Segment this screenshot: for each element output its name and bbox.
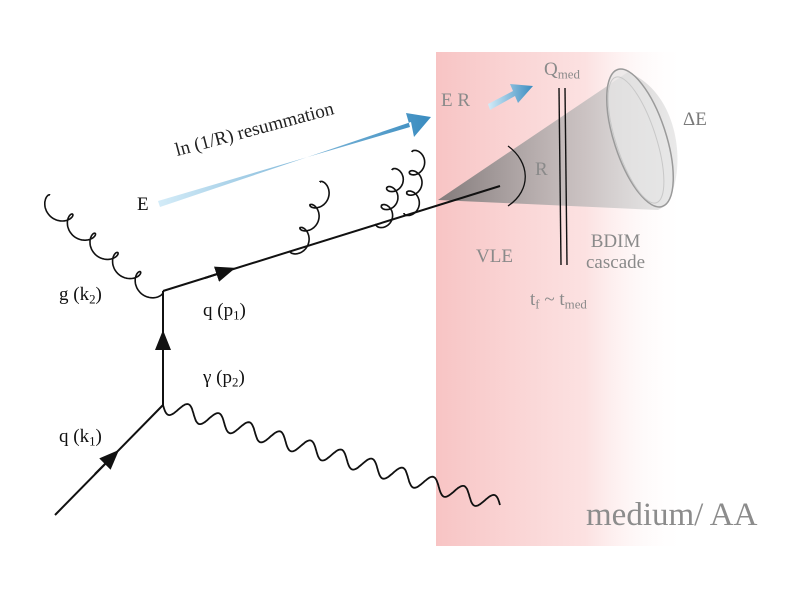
energy-loss-label: ΔE xyxy=(683,109,707,130)
photon-label: γ (p2) xyxy=(203,367,245,390)
incoming-quark-label: q (k1) xyxy=(59,426,102,449)
emitted-gluon-1 xyxy=(289,180,330,255)
vle-label: VLE xyxy=(476,246,513,267)
qmed-label: Qmed xyxy=(544,59,580,82)
formation-time-label: tf ~ tmed xyxy=(530,289,587,312)
photon-line xyxy=(162,403,501,507)
energy-label: E xyxy=(137,194,149,215)
cone-angle-arc xyxy=(507,145,526,207)
jet-cone xyxy=(438,68,678,210)
incoming-gluon xyxy=(44,194,165,299)
bdim-line-2: cascade xyxy=(586,251,646,273)
energy-scale-arrow xyxy=(488,84,533,110)
outgoing-quark-arrow xyxy=(204,266,236,282)
resummation-arrow xyxy=(158,113,431,207)
qmed-line-1 xyxy=(558,87,562,266)
qmed-line-2 xyxy=(564,87,568,266)
emitted-gluon-3 xyxy=(403,149,426,217)
incoming-quark-arrow xyxy=(94,449,120,475)
outgoing-quark-label: q (p1) xyxy=(203,300,246,323)
medium-label: medium/ AA xyxy=(586,497,758,533)
emitted-gluon-2 xyxy=(375,167,405,229)
bdim-line-1: BDIM xyxy=(590,231,641,252)
gluon-label: g (k2) xyxy=(59,284,102,307)
energy-radius-label: E R xyxy=(441,90,471,111)
cone-radius-label: R xyxy=(535,159,548,180)
